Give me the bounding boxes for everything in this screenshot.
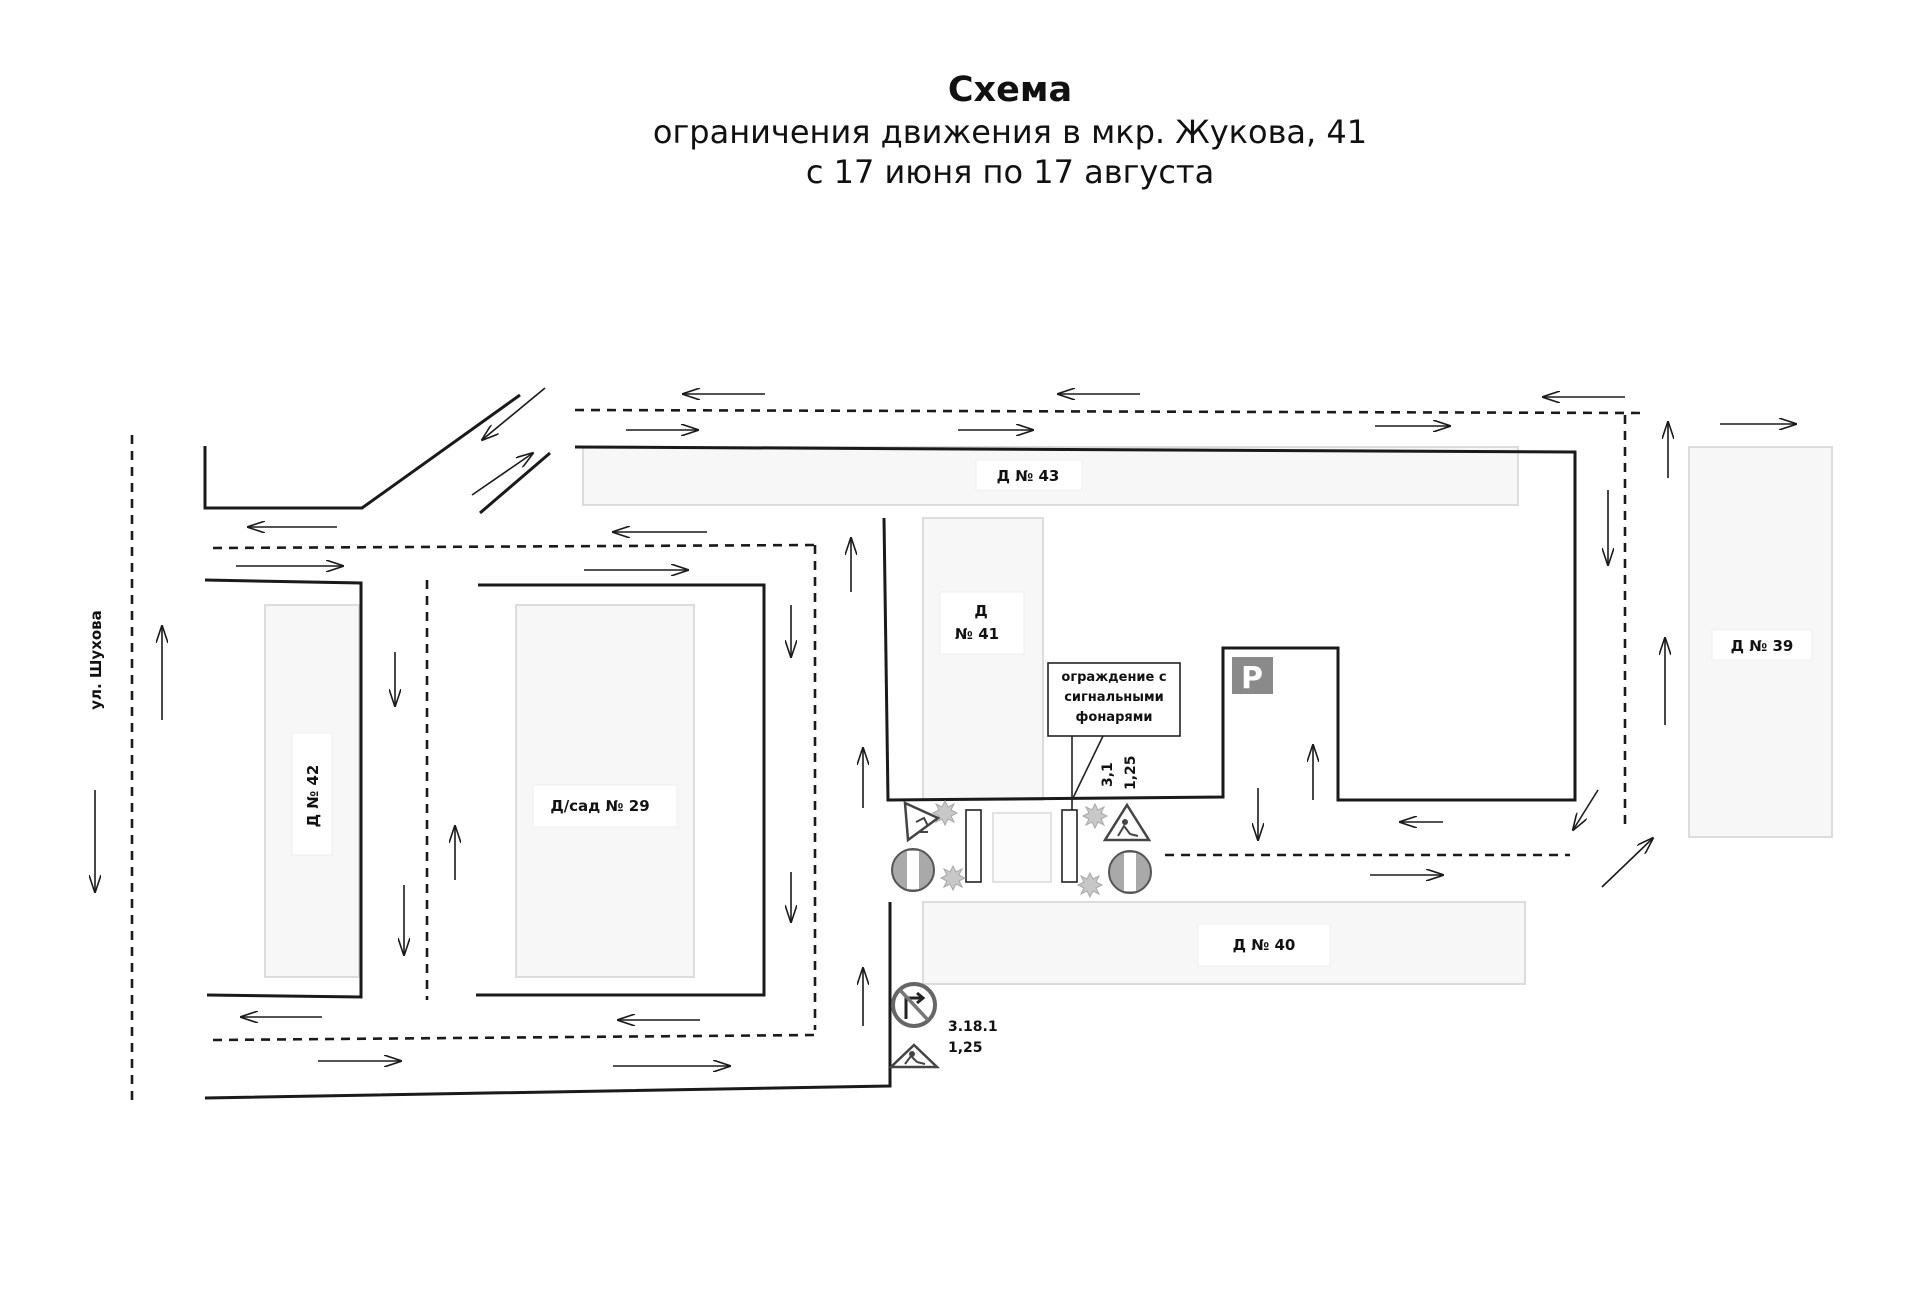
no-entry-sign-icon (1108, 850, 1152, 894)
sign-b-dist: 1,25 (948, 1040, 983, 1056)
signal-lamp-icon (939, 864, 967, 892)
scheme-title: Схема ограничения движения в мкр. Жукова… (0, 68, 1920, 192)
sign-a-dist: 1,25 (1123, 755, 1139, 790)
signal-lamp-icon (1076, 871, 1104, 899)
fence-callout: ограждение с сигнальными фонарями (1047, 662, 1181, 812)
sign-b-code: 3.18.1 (948, 1019, 998, 1035)
arrow (482, 387, 546, 440)
signal-lamps (931, 799, 1109, 899)
label-d40: Д № 40 (1233, 936, 1296, 954)
arrow (471, 453, 533, 496)
dashed-lines (130, 408, 1641, 1100)
title-line-1: Схема (947, 70, 1073, 110)
signal-lamp-icon (931, 799, 959, 827)
label-d39: Д № 39 (1731, 637, 1794, 655)
label-dsad29: Д/сад № 29 (550, 797, 649, 815)
building-labels: Д № 43 Д № 41 Д № 42 Д/сад № 29 Д № 39 Д… (87, 467, 1793, 954)
title-line-3: с 17 июня по 17 августа (805, 153, 1215, 191)
label-d43: Д № 43 (997, 467, 1060, 485)
no-entry-sign-icon (891, 848, 935, 892)
title-line-2: ограничения движения в мкр. Жукова, 41 (652, 113, 1368, 151)
callout-line-3: фонарями (1076, 710, 1153, 725)
arrow (1601, 838, 1653, 888)
callout-line-2: сигнальными (1064, 690, 1164, 705)
building-label-boxes (291, 459, 1813, 967)
label-d41-a: Д (974, 602, 987, 620)
sign-a-code: 3,1 (1100, 762, 1116, 787)
building-d41 (922, 517, 1044, 801)
label-d41-b: № 41 (955, 625, 999, 643)
no-right-turn-sign-icon (891, 982, 937, 1028)
callout-line-1: ограждение с (1061, 670, 1166, 685)
street-label: ул. Шухова (87, 610, 105, 710)
road-works-sign-icon (887, 1043, 941, 1069)
fence-barrier-left (965, 809, 982, 883)
parking-sign-icon: P (1232, 657, 1273, 696)
label-d42: Д № 42 (304, 765, 322, 828)
direction-arrows (95, 387, 1796, 1066)
sign-codes: 3,1 1,25 3.18.1 1,25 (948, 755, 1139, 1056)
work-zone (992, 812, 1052, 883)
parking-symbol: P (1241, 661, 1263, 696)
road-works-sign-icon (1102, 802, 1152, 842)
signal-lamp-icon (1081, 802, 1109, 830)
building-d43 (582, 446, 1519, 506)
road-edges (203, 393, 1577, 1100)
road-works-sign-icon (903, 800, 941, 843)
arrow (1573, 789, 1599, 830)
fence-barrier-right (1061, 809, 1078, 883)
